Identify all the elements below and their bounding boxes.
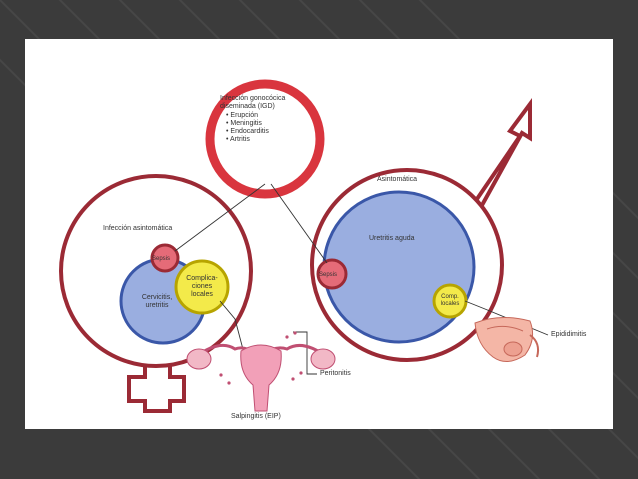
igd-item: Meningitis: [226, 120, 330, 128]
uterus-illustration: [186, 331, 336, 412]
female-complications-line2: ciones: [191, 283, 213, 290]
female-complications-circle: [174, 259, 230, 315]
cervicitis-line2: uretritis: [145, 302, 169, 309]
female-sepsis-circle: [150, 243, 180, 273]
diagram-canvas: [59, 79, 549, 413]
cervicitis-label: Cervicitis, uretritis: [127, 294, 187, 310]
male-complications-line2: locales: [440, 301, 460, 307]
slide: Infección gonocócica diseminada (IGD) Er…: [25, 39, 613, 429]
male-arrow: [475, 97, 532, 208]
salpingitis-label: Salpingitis (EIP): [231, 413, 281, 420]
igd-item: Endocarditis: [226, 128, 330, 136]
igd-text: Infección gonocócica diseminada (IGD) Er…: [220, 95, 330, 144]
male-sepsis-label: Sepsis: [319, 272, 338, 278]
male-label: Asintomática: [377, 176, 418, 183]
male-complications-label: Comp. locales: [435, 294, 465, 308]
igd-item: Erupción: [226, 112, 330, 120]
male-complications-line1: Comp.: [441, 294, 459, 300]
male-sepsis-circle: [316, 258, 348, 290]
urethritis-label: Uretritis aguda: [369, 235, 415, 242]
peritonitis-label: Peritonitis: [320, 370, 351, 377]
urethritis-circle: [322, 190, 476, 344]
igd-title-line1: Infección gonocócica: [220, 95, 286, 102]
female-complications-line1: Complica-: [186, 275, 218, 282]
female-cross: [127, 359, 186, 413]
igd-item: Artritis: [226, 136, 330, 144]
female-sepsis-label: Sepsis: [152, 256, 171, 262]
female-complications-line3: locales: [191, 291, 213, 298]
female-label: Infección asintomática: [103, 225, 173, 232]
cervicitis-line1: Cervicitis,: [141, 294, 173, 301]
epididymitis-label: Epididimitis: [551, 331, 587, 338]
prostate-illustration: [474, 317, 540, 362]
igd-title-line2: diseminada (IGD): [220, 103, 275, 110]
igd-list: Erupción Meningitis Endocarditis Artriti…: [226, 112, 330, 144]
female-complications-label: Complica- ciones locales: [177, 275, 227, 299]
